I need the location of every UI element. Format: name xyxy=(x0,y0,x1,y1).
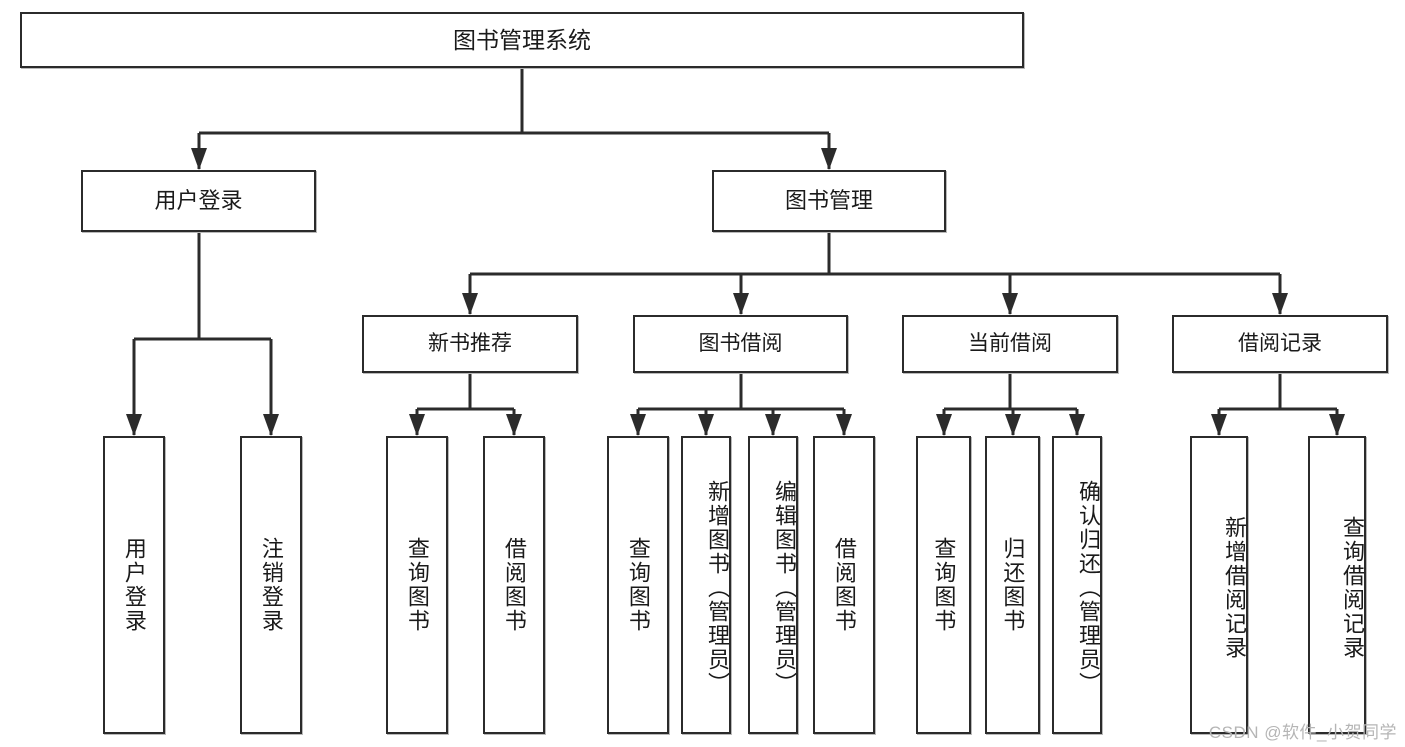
connector-arrowhead xyxy=(1272,293,1288,315)
connector-arrowhead xyxy=(698,414,714,436)
node-leaf-borrow-book-2[interactable]: 借阅图书 xyxy=(813,436,875,734)
node-label-leaf-user-login: 用户登录 xyxy=(121,537,147,633)
node-leaf-query-book-2[interactable]: 查询图书 xyxy=(607,436,669,734)
node-leaf-edit-book[interactable]: 编辑图书（管理员） xyxy=(748,436,798,734)
node-leaf-borrow-book-1[interactable]: 借阅图书 xyxy=(483,436,545,734)
node-leaf-user-login[interactable]: 用户登录 xyxy=(103,436,165,734)
node-label-current-borrow: 当前借阅 xyxy=(968,331,1052,355)
node-label-user-login: 用户登录 xyxy=(154,188,243,214)
connector-arrowhead xyxy=(630,414,646,436)
node-label-leaf-query-book-1: 查询图书 xyxy=(404,537,430,633)
connector-arrowhead xyxy=(765,414,781,436)
connector-arrowhead xyxy=(1329,414,1345,436)
node-label-leaf-confirm-return: 确认归还（管理员） xyxy=(1076,480,1101,696)
node-label-leaf-query-record: 查询借阅记录 xyxy=(1340,516,1365,660)
node-leaf-query-record[interactable]: 查询借阅记录 xyxy=(1308,436,1366,734)
connector-arrowhead xyxy=(126,414,142,436)
node-user-login[interactable]: 用户登录 xyxy=(81,170,316,232)
node-leaf-return-book[interactable]: 归还图书 xyxy=(985,436,1040,734)
node-leaf-query-book-3[interactable]: 查询图书 xyxy=(916,436,971,734)
connector-arrowhead xyxy=(1002,293,1018,315)
node-label-leaf-add-record: 新增借阅记录 xyxy=(1222,516,1247,660)
connector-arrowhead xyxy=(506,414,522,436)
node-label-book-manage: 图书管理 xyxy=(784,188,873,214)
node-label-book-borrow: 图书借阅 xyxy=(698,331,783,355)
connector-arrowhead xyxy=(409,414,425,436)
node-leaf-user-logout[interactable]: 注销登录 xyxy=(240,436,302,734)
connector-arrowhead xyxy=(836,414,852,436)
node-current-borrow[interactable]: 当前借阅 xyxy=(902,315,1118,373)
node-book-borrow[interactable]: 图书借阅 xyxy=(633,315,848,373)
node-label-root: 图书管理系统 xyxy=(453,26,591,53)
node-label-leaf-query-book-2: 查询图书 xyxy=(625,537,651,633)
connector-arrowhead xyxy=(263,414,279,436)
node-borrow-record[interactable]: 借阅记录 xyxy=(1172,315,1388,373)
connector-arrowhead xyxy=(821,148,837,170)
node-book-manage[interactable]: 图书管理 xyxy=(712,170,946,232)
connector-arrowhead xyxy=(191,148,207,170)
node-leaf-confirm-return[interactable]: 确认归还（管理员） xyxy=(1052,436,1102,734)
node-label-leaf-user-logout: 注销登录 xyxy=(258,537,284,633)
node-label-leaf-return-book: 归还图书 xyxy=(1000,537,1026,633)
node-label-leaf-add-book: 新增图书（管理员） xyxy=(705,480,730,696)
node-leaf-add-record[interactable]: 新增借阅记录 xyxy=(1190,436,1248,734)
connector-arrowhead xyxy=(733,293,749,315)
connector-arrowhead xyxy=(1005,414,1021,436)
connector-arrowhead xyxy=(936,414,952,436)
node-leaf-add-book[interactable]: 新增图书（管理员） xyxy=(681,436,731,734)
node-root[interactable]: 图书管理系统 xyxy=(20,12,1024,68)
connector-arrowhead xyxy=(1211,414,1227,436)
connector-arrowhead xyxy=(462,293,478,315)
node-label-leaf-query-book-3: 查询图书 xyxy=(931,537,957,633)
node-new-book-rec[interactable]: 新书推荐 xyxy=(362,315,578,373)
connector-arrowhead xyxy=(1069,414,1085,436)
node-label-leaf-borrow-book-2: 借阅图书 xyxy=(831,537,857,633)
node-label-borrow-record: 借阅记录 xyxy=(1238,331,1322,355)
node-leaf-query-book-1[interactable]: 查询图书 xyxy=(386,436,448,734)
node-label-new-book-rec: 新书推荐 xyxy=(428,331,512,355)
node-label-leaf-borrow-book-1: 借阅图书 xyxy=(501,537,527,633)
watermark-label: CSDN @软件_小贺同学 xyxy=(1208,723,1397,742)
node-label-leaf-edit-book: 编辑图书（管理员） xyxy=(772,480,797,696)
